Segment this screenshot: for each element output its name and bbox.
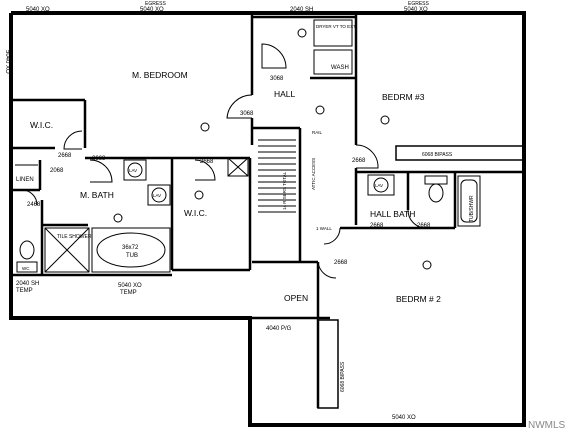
room-master-bedroom: M. BEDROOM bbox=[132, 70, 188, 80]
door-2668-hall-bath-1: 2668 bbox=[370, 223, 384, 229]
exterior-walls bbox=[9, 11, 526, 427]
window-temp-left: TEMP bbox=[16, 288, 33, 294]
washer-box bbox=[313, 49, 353, 75]
room-linen: LINEN bbox=[16, 177, 34, 183]
door-2668-wic: 2668 bbox=[58, 153, 72, 159]
attic-label: ATTIC ACCESS bbox=[311, 158, 316, 190]
window-5040-left-side: 5040 XO bbox=[4, 50, 10, 74]
window-2040-sh-top: 2040 SH bbox=[290, 7, 313, 13]
wash-label: WASH bbox=[331, 65, 349, 71]
dryer-box bbox=[313, 19, 353, 47]
room-wic-lower: W.I.C. bbox=[184, 208, 207, 218]
lav-label-3: LAV bbox=[375, 183, 383, 188]
tile-shower-label: TILE SHOWER bbox=[57, 234, 92, 240]
window-temp-mid: TEMP bbox=[120, 290, 137, 296]
room-hall: HALL bbox=[274, 89, 296, 99]
door-2668-wic2: 2668 bbox=[200, 159, 214, 165]
lav-label-2: LAV bbox=[153, 193, 161, 198]
interior-walls bbox=[13, 15, 525, 409]
door-3068-top: 3068 bbox=[270, 76, 284, 82]
stairs-label: 14 RISERS TOTAL bbox=[282, 171, 287, 210]
wc-label: WC bbox=[22, 266, 30, 271]
door-2668-hall-bath-2: 2668 bbox=[417, 223, 431, 229]
tub-label: TUB bbox=[126, 253, 138, 259]
room-master-bath: M. BATH bbox=[80, 190, 114, 200]
window-labels: EGRESS 5040 XO 5040 XO 2040 SH EGRESS 50… bbox=[4, 1, 430, 421]
bypass-door-bed2: 6068 BIPASS bbox=[340, 361, 346, 392]
window-egress-right: EGRESS bbox=[408, 1, 430, 7]
room-wic-upper: W.I.C. bbox=[30, 120, 53, 130]
door-2068-linen: 2068 bbox=[50, 168, 64, 174]
watermark: NWMLS bbox=[528, 420, 566, 431]
room-open: OPEN bbox=[284, 293, 308, 303]
window-5040-left: 5040 XO bbox=[140, 7, 164, 13]
window-5040-bottom: 5040 XO bbox=[118, 283, 142, 289]
room-bedroom-3: BEDRM #3 bbox=[382, 92, 425, 102]
door-labels: 3068 3068 2668 2668 2068 2468 2668 2668 … bbox=[27, 76, 453, 392]
fixture-labels: DRYER VT TO EXT WASH LAV LAV LAV 36x72 T… bbox=[22, 24, 475, 271]
door-2668-bath: 2668 bbox=[92, 156, 106, 162]
window-5040-right: 5040 XO bbox=[404, 7, 428, 13]
rail-label: RAIL bbox=[312, 130, 323, 135]
tub-shower-label: TUB/SHWR bbox=[469, 195, 475, 222]
wall-note: 1 WALL bbox=[316, 226, 332, 231]
window-egress-left: EGRESS bbox=[145, 1, 167, 7]
light-symbols bbox=[113, 28, 432, 270]
fixtures bbox=[15, 19, 481, 273]
room-labels: M. BEDROOM HALL BEDRM #3 W.I.C. LINEN M.… bbox=[16, 70, 441, 304]
window-2040-sh-bottom: 2040 SH bbox=[16, 281, 39, 287]
room-bedroom-2: BEDRM # 2 bbox=[396, 294, 441, 304]
door-2668-bed3: 2668 bbox=[352, 158, 366, 164]
window-5040-bottom-right: 5040 XO bbox=[392, 415, 416, 421]
dryer-label: DRYER VT TO EXT bbox=[316, 24, 356, 29]
window-4040-pg: 4040 P/G bbox=[266, 326, 292, 332]
door-swings bbox=[21, 43, 426, 279]
door-3068-hall: 3068 bbox=[240, 111, 254, 117]
stairs bbox=[258, 139, 296, 213]
door-2668-bed2: 2668 bbox=[334, 260, 348, 266]
door-2468: 2468 bbox=[27, 202, 41, 208]
lav-label-1: LAV bbox=[129, 168, 137, 173]
tub-size-label: 36x72 bbox=[122, 245, 139, 251]
room-hall-bath: HALL BATH bbox=[370, 209, 415, 219]
window-5040-far-left: 5040 XO bbox=[26, 7, 50, 13]
bypass-door-bed3: 6068 BIPASS bbox=[422, 152, 453, 158]
